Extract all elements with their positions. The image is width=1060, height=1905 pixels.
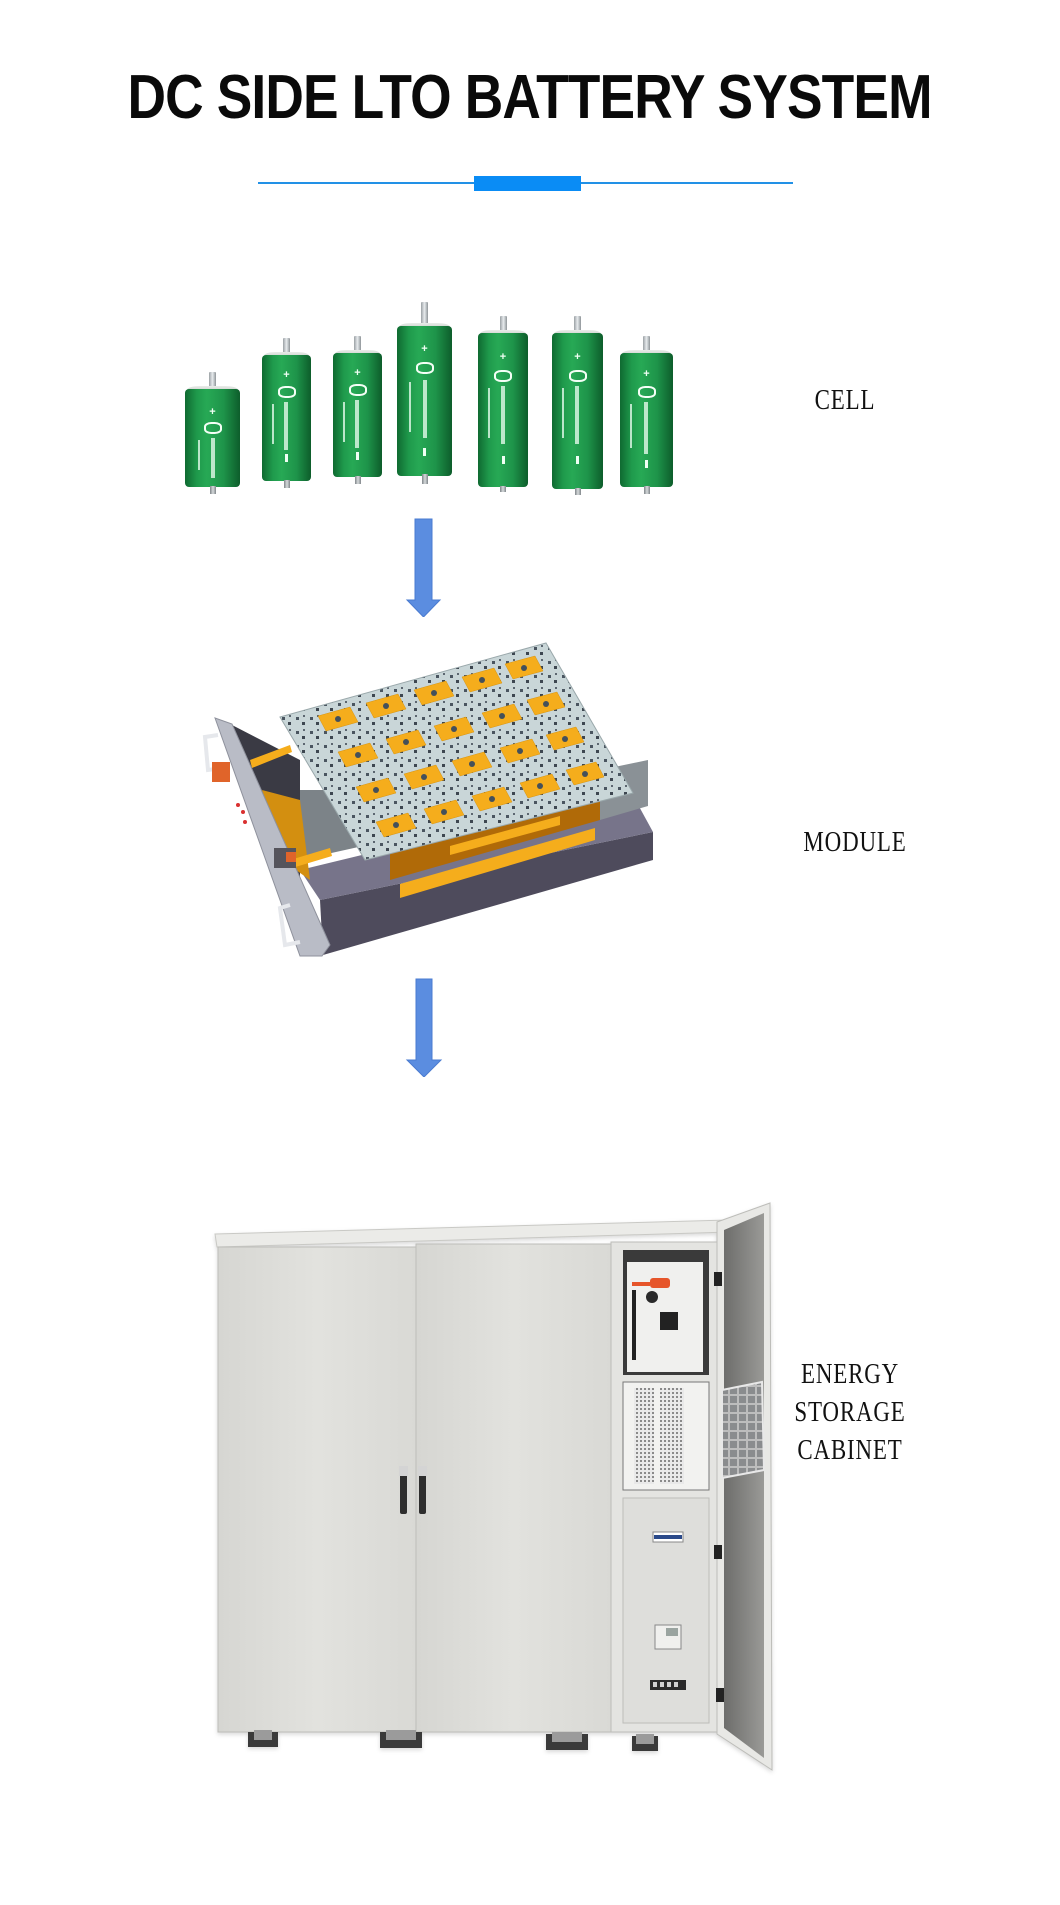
cabinet-image xyxy=(214,1202,773,1771)
stage-label-cell: CELL xyxy=(814,385,876,416)
title-divider-accent xyxy=(474,176,581,191)
module-image xyxy=(202,642,653,957)
arrow-down-icon xyxy=(405,978,443,1077)
cell-4: + xyxy=(397,302,452,484)
cell-2: + xyxy=(262,338,311,490)
arrow-down-icon xyxy=(405,518,442,617)
cell-6: + xyxy=(552,316,603,496)
stage-label-module: MODULE xyxy=(803,827,907,858)
cell-7: + xyxy=(620,336,673,496)
label-line: CABINET xyxy=(797,1435,903,1466)
cell-1: + xyxy=(185,372,240,496)
page-title: DC SIDE LTO BATTERY SYSTEM xyxy=(127,63,933,132)
label-line: ENERGY xyxy=(800,1359,900,1390)
cell-5: + xyxy=(478,316,528,494)
stage-label-energy-storage-cabinet: ENERGY STORAGE CABINET xyxy=(764,1356,936,1470)
label-line: STORAGE xyxy=(794,1397,906,1428)
cell-3: + xyxy=(333,336,382,488)
